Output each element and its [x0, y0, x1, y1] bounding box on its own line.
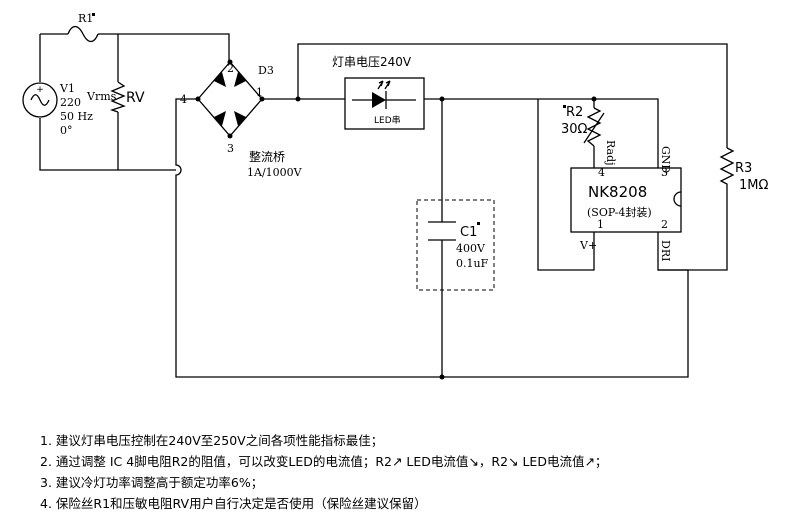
led-string: LED串 灯串电压240V: [332, 55, 425, 130]
resistor-r3: R3 1MΩ: [719, 147, 768, 193]
fuse-r1: R1: [67, 12, 99, 43]
capacitor-c1: C1 400V 0.1uF: [416, 199, 495, 291]
note-item: 3. 建议冷灯功率调整高于额定功率6%；: [40, 475, 264, 490]
note-item: 1. 建议灯串电压控制在240V至250V之间各项性能指标最佳；: [40, 433, 384, 448]
ac-source-v1: + V1 220 50 Hz 0° Vrms: [22, 82, 117, 137]
ic-pin-1: 1: [597, 218, 604, 231]
r3-label: R3: [735, 161, 752, 176]
vrms-label: Vrms: [86, 90, 117, 103]
bridge-pin-1: 1: [256, 86, 263, 99]
note-item: 4. 保险丝R1和压敏电阻RV用户自行决定是否使用（保险丝建议保留）: [40, 496, 427, 511]
led-string-label: LED串: [374, 115, 401, 126]
gnd-label: GND: [659, 146, 672, 173]
v1-phase: 0°: [60, 124, 73, 137]
c1-voltage: 400V: [456, 242, 486, 255]
v1-voltage: 220: [60, 96, 81, 109]
ic-pin-2: 2: [661, 218, 668, 231]
notes-list: 1. 建议灯串电压控制在240V至250V之间各项性能指标最佳； 2. 通过调整…: [40, 430, 790, 514]
note-item: 2. 通过调整 IC 4脚电阻R2的阻值，可以改变LED的电流值；R2↗ LED…: [40, 454, 608, 469]
bridge-name: 整流桥: [249, 149, 285, 164]
bridge-pin-2: 2: [227, 62, 234, 75]
r2-label: R2: [566, 105, 583, 120]
c1-value: 0.1uF: [456, 257, 489, 270]
bridge-rating: 1A/1000V: [247, 166, 303, 179]
dri-label: DRI: [659, 240, 672, 261]
ic-nk8208: NK8208 (SOP-4封装) 4 3 1 2 Radj GND V+ DRI: [570, 140, 682, 261]
ic-pin-4: 4: [598, 166, 605, 179]
d3-label: D3: [258, 64, 274, 77]
ic-package: (SOP-4封装): [587, 205, 652, 219]
main-wiring: [175, 43, 728, 380]
varistor-rv: RV: [109, 81, 145, 113]
r2-value: 30Ω: [561, 122, 588, 137]
ic-name: NK8208: [588, 183, 647, 201]
v1-label: V1: [59, 82, 75, 95]
r3-value: 1MΩ: [739, 178, 768, 193]
radj-label: Radj: [604, 140, 617, 166]
v1-frequency: 50 Hz: [60, 110, 93, 123]
ic-pin-3: 3: [661, 166, 668, 179]
circuit-schematic: R1 + V1 220 50 Hz 0° Vrms RV 2 4 1 3 D3 …: [22, 12, 768, 380]
rv-label: RV: [126, 90, 145, 106]
vplus-label: V+: [579, 239, 597, 252]
r1-label: R1: [78, 12, 93, 25]
resistor-r2: R2 30Ω: [561, 105, 605, 147]
led-string-title: 灯串电压240V: [332, 55, 412, 69]
bridge-pin-3: 3: [227, 142, 234, 155]
svg-text:+: +: [36, 85, 44, 95]
c1-label: C1: [460, 225, 477, 240]
bridge-rectifier-d3: 2 4 1 3 D3 整流桥 1A/1000V: [180, 59, 303, 179]
input-wiring: [39, 33, 230, 171]
